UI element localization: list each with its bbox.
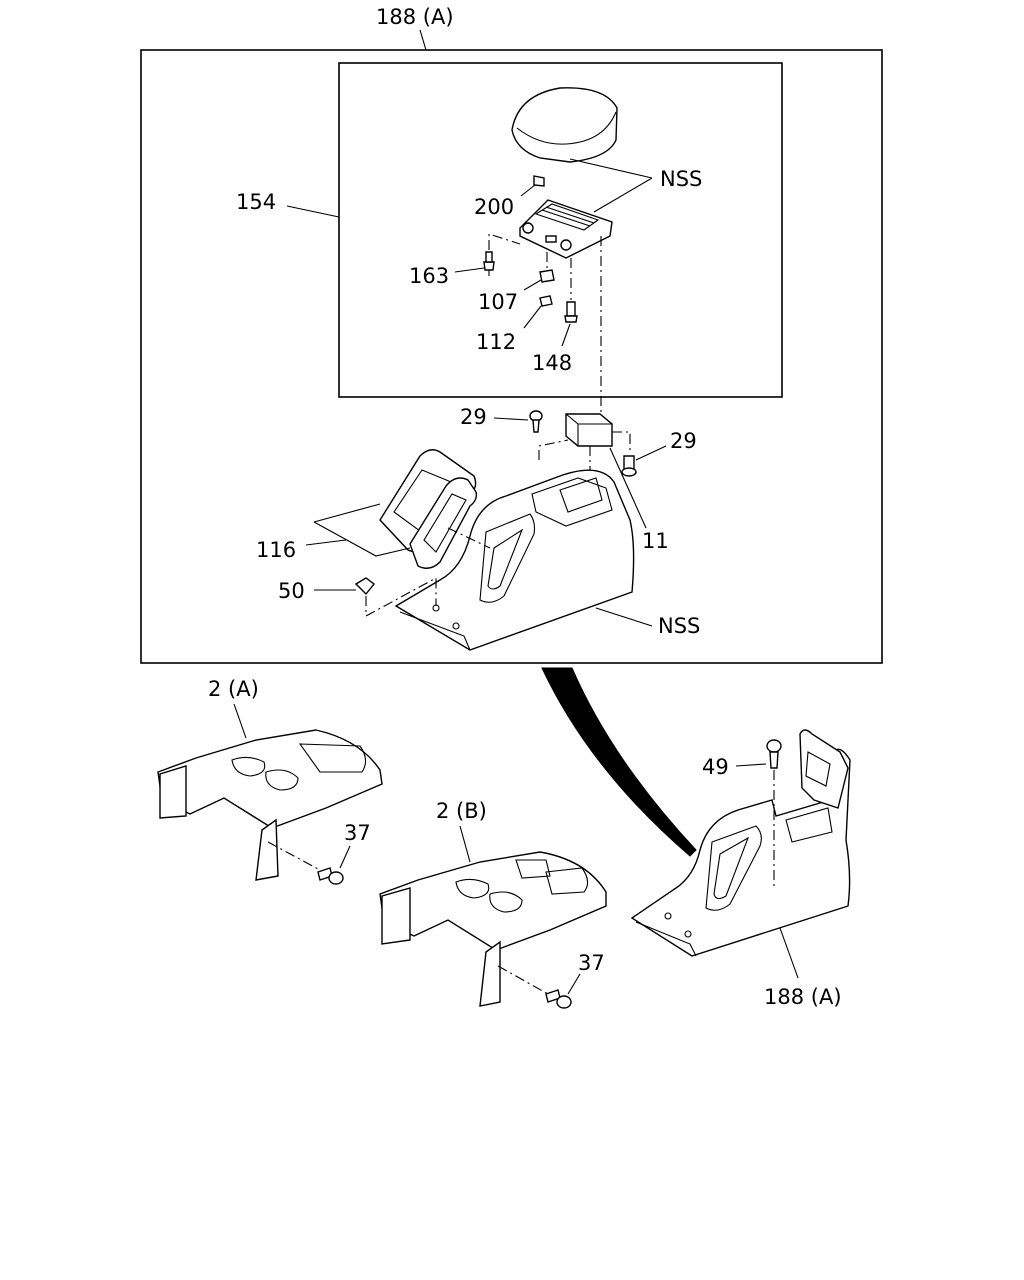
part-11-bracket <box>565 413 613 447</box>
part-116-trim <box>379 449 478 569</box>
label-50: 50 <box>278 579 305 603</box>
label-200: 200 <box>474 195 514 219</box>
label-107: 107 <box>478 290 518 314</box>
part-37-screw-right <box>545 989 572 1009</box>
label-37-left: 37 <box>344 821 371 845</box>
part-2a-cover <box>157 729 383 881</box>
part-49-screw <box>766 739 782 769</box>
hinge-plate <box>519 199 613 259</box>
console-body <box>394 469 635 651</box>
label-29-right: 29 <box>670 429 697 453</box>
part-29-screw-right <box>621 455 637 477</box>
part-50-clip <box>354 577 375 596</box>
part-163-screw <box>483 251 495 276</box>
label-112: 112 <box>476 330 516 354</box>
label-49: 49 <box>702 755 729 779</box>
part-148-screw <box>564 301 578 323</box>
label-nss-bottom: NSS <box>658 614 700 638</box>
assembly-frame <box>140 49 883 664</box>
armrest-lid <box>511 87 618 163</box>
label-154: 154 <box>236 190 276 214</box>
label-29-left: 29 <box>460 405 487 429</box>
subassembly-frame <box>338 62 783 398</box>
part-112-nut <box>539 295 553 307</box>
label-188a-top: 188 (A) <box>376 5 454 29</box>
part-37-screw-left <box>317 867 344 885</box>
label-37-right: 37 <box>578 951 605 975</box>
label-148: 148 <box>532 351 572 375</box>
part-107-clip <box>539 269 555 283</box>
label-2a: 2 (A) <box>208 677 259 701</box>
label-116: 116 <box>256 538 296 562</box>
label-188a-bottom: 188 (A) <box>764 985 842 1009</box>
label-2b: 2 (B) <box>436 799 487 823</box>
part-200-clip <box>533 175 545 187</box>
part-188a-console <box>630 729 851 957</box>
label-163: 163 <box>409 264 449 288</box>
part-2b-cover <box>379 851 607 1007</box>
part-29-screw-left <box>529 410 543 433</box>
assembly-arrow <box>541 667 697 857</box>
label-nss-top: NSS <box>660 167 702 191</box>
label-11: 11 <box>642 529 669 553</box>
